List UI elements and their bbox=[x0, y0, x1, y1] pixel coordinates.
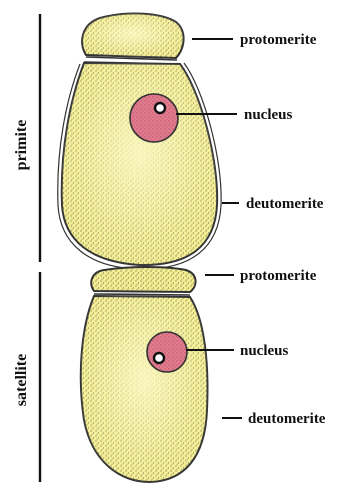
satellite-label: satellite bbox=[13, 354, 30, 406]
primite-label: primite bbox=[13, 120, 30, 171]
satellite-nucleus-label: nucleus bbox=[240, 343, 289, 359]
primite-nucleus-shape bbox=[130, 94, 178, 142]
satellite-nucleolus bbox=[154, 353, 164, 363]
satellite-nucleus-shape bbox=[147, 332, 187, 372]
primite-nucleus-label: nucleus bbox=[244, 107, 293, 123]
satellite-protomerite-shape bbox=[91, 267, 195, 292]
primite-protomerite-label: protomerite bbox=[240, 32, 317, 48]
satellite-deutomerite-label: deutomerite bbox=[248, 411, 326, 427]
primite-nucleolus bbox=[155, 103, 165, 113]
primite-deutomerite-label: deutomerite bbox=[246, 196, 324, 212]
satellite-protomerite-label: protomerite bbox=[240, 268, 317, 284]
primite-cell bbox=[58, 13, 221, 269]
satellite-cell bbox=[81, 267, 208, 482]
